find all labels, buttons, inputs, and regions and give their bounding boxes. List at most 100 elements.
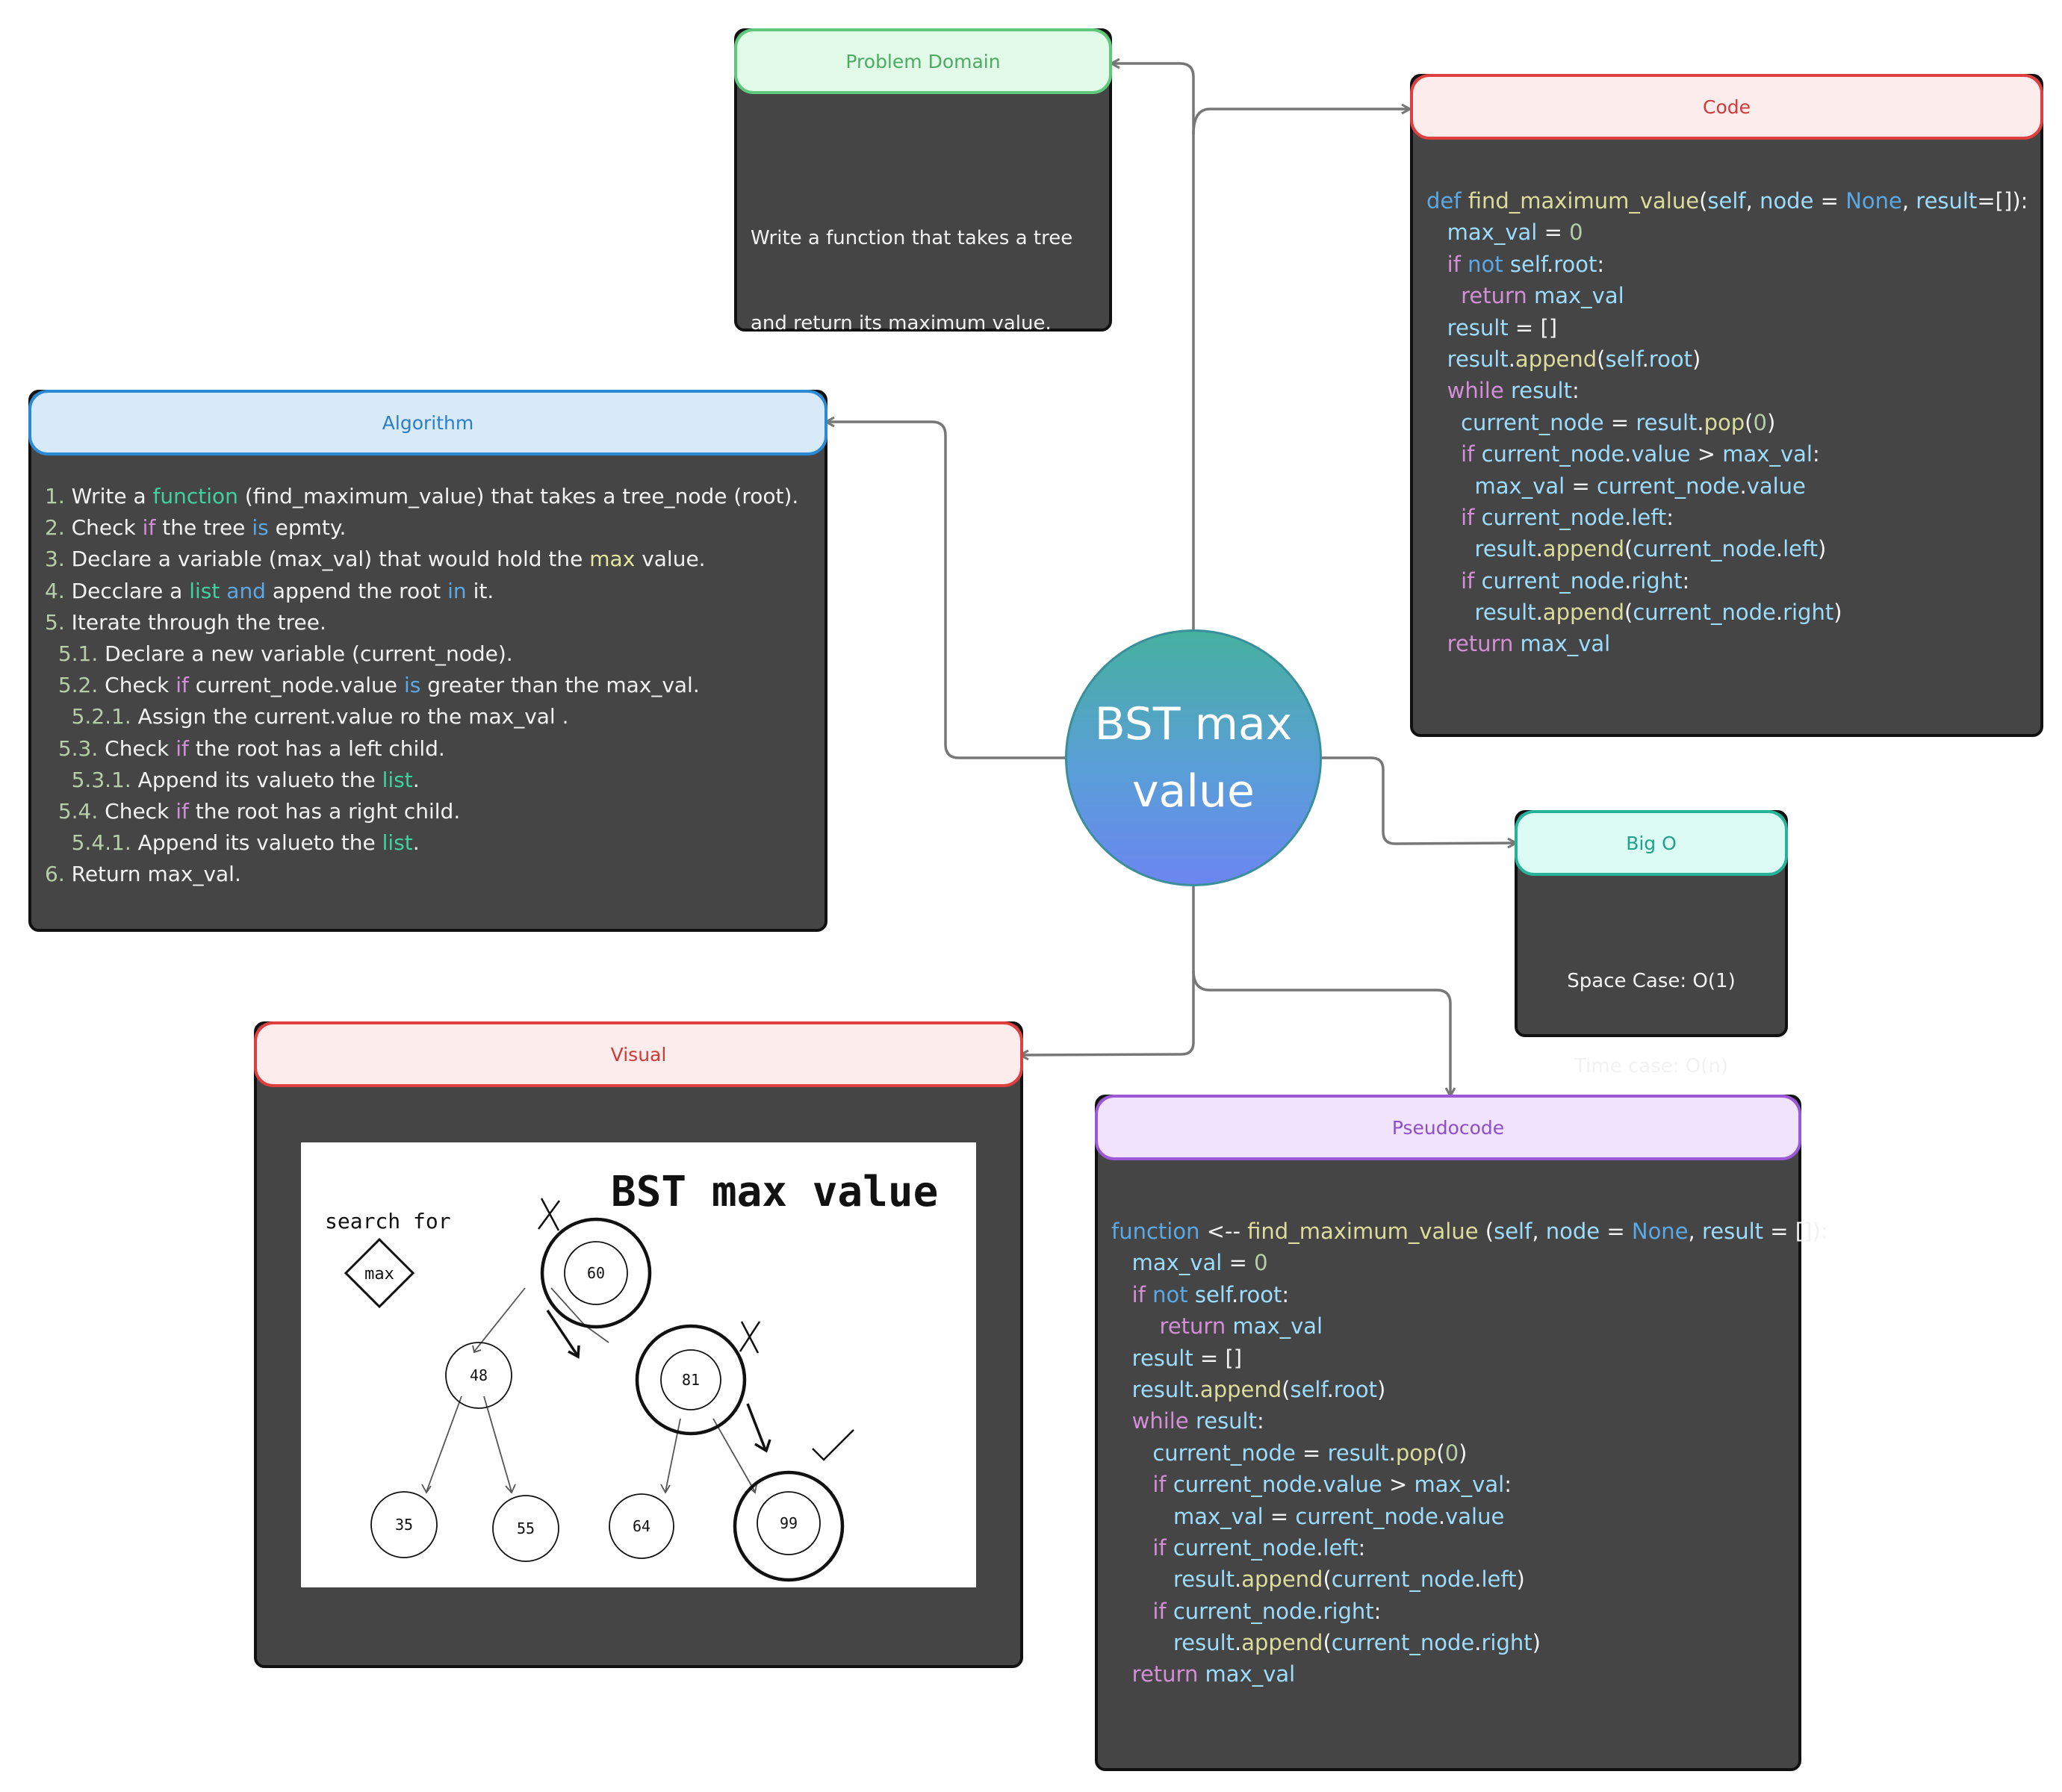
pseudocode-card[interactable]: Pseudocode function <-- find_maximum_val… [1095, 1095, 1828, 1771]
connector-visual [1020, 886, 1195, 1055]
node-circle-35 [370, 1491, 438, 1558]
algorithm-step: 5.2. Check if current_node.value is grea… [58, 673, 700, 698]
problem-domain-line: and return its maximum value. [751, 312, 1052, 335]
algorithm-step: 1. Write a function (find_maximum_value)… [45, 484, 799, 508]
big-o-time: Time case: O(n) [1574, 1055, 1728, 1077]
code-line: result.append(current_node.right) [1474, 600, 1842, 626]
node-value-55: 55 [517, 1519, 535, 1537]
code-block: def find_maximum_value(self, node = None… [1426, 185, 2028, 660]
algorithm-steps: 1. Write a function (find_maximum_value)… [45, 481, 798, 890]
algorithm-step: 5.2.1. Assign the current.value ro the m… [71, 704, 569, 729]
code-line: if current_node.left: [1461, 504, 1674, 530]
algorithm-step: 3. Declare a variable (max_val) that wou… [45, 547, 706, 572]
code-line: return max_val [1447, 631, 1611, 657]
algorithm-step: 2. Check if the tree is epmty. [45, 515, 347, 541]
edge-81-99 [712, 1418, 756, 1493]
connector-big-o [1322, 756, 1516, 844]
node-circle-outer-81 [635, 1324, 747, 1436]
edge-48-35 [426, 1396, 462, 1493]
bst-sketch-image: BST max value search for max [301, 1142, 976, 1587]
node-circle-60 [564, 1241, 628, 1305]
edge-60-48 [473, 1287, 526, 1352]
code-line: result = [] [1447, 314, 1558, 340]
pseudocode-line: current_node = result.pop(0) [1152, 1440, 1468, 1466]
algorithm-header: Algorithm [28, 390, 827, 455]
algorithm-step: 5.1. Declare a new variable (current_nod… [58, 641, 513, 666]
pseudocode-line: max_val = 0 [1131, 1250, 1268, 1276]
algorithm-step: 5.3. Check if the root has a left child. [58, 735, 445, 761]
code-line: while result: [1447, 378, 1580, 404]
problem-domain-text: Write a function that takes a tree and r… [751, 167, 1072, 394]
algorithm-step: 4. Decclare a list and append the root i… [45, 578, 494, 603]
code-line: if current_node.right: [1461, 567, 1690, 594]
check-mark-99 [812, 1429, 854, 1461]
traverse-arrowhead-2 [754, 1439, 771, 1453]
node-value-35: 35 [395, 1516, 413, 1534]
algorithm-step: 5.4.1. Append its valueto the list. [71, 830, 420, 856]
center-topic-node[interactable]: BST max value [1065, 629, 1322, 886]
pseudocode-line: result.append(current_node.right) [1173, 1630, 1541, 1656]
pseudocode-line: result.append(self.root) [1131, 1376, 1386, 1402]
edge-arrow [505, 1484, 516, 1494]
algorithm-step: 5.3.1. Append its valueto the list. [71, 767, 420, 792]
pseudocode-line: if current_node.value > max_val: [1152, 1472, 1512, 1498]
pseudocode-line: if current_node.left: [1152, 1534, 1366, 1561]
connector-problem-domain [1111, 63, 1195, 629]
node-value-60: 60 [587, 1264, 605, 1282]
pseudocode-line: if current_node.right: [1152, 1598, 1382, 1624]
pseudocode-line: return max_val [1159, 1313, 1323, 1340]
pseudocode-line: result.append(current_node.left) [1173, 1567, 1525, 1593]
problem-domain-header: Problem Domain [734, 28, 1112, 94]
connector-pseudocode [1192, 970, 1450, 1096]
big-o-space: Space Case: O(1) [1567, 970, 1736, 992]
edge-48-55 [483, 1396, 512, 1493]
pseudocode-line: if not self.root: [1131, 1281, 1290, 1307]
algorithm-step: 5. Iterate through the tree. [45, 609, 326, 635]
code-header: Code [1410, 74, 2043, 140]
algorithm-step: 5.4. Check if the root has a right child… [58, 798, 461, 824]
connector-code [1192, 109, 1410, 135]
cross-mark-81 [739, 1321, 761, 1354]
code-line: current_node = result.pop(0) [1461, 409, 1776, 435]
node-value-99: 99 [780, 1514, 798, 1532]
bst-sketch: BST max value search for max [325, 1168, 938, 1582]
node-circle-55 [492, 1495, 559, 1562]
code-line: def find_maximum_value(self, node = None… [1426, 188, 2028, 214]
code-line: result.append(self.root) [1447, 346, 1701, 372]
problem-domain-line: Write a function that takes a tree [751, 227, 1073, 249]
code-line: max_val = current_node.value [1474, 473, 1806, 499]
problem-domain-card[interactable]: Problem Domain Write a function that tak… [734, 28, 1112, 335]
pseudocode-line: function <-- find_maximum_value (self, n… [1111, 1219, 1828, 1244]
edge-arrow [472, 1345, 482, 1354]
center-title-line2: value [1132, 765, 1255, 818]
sketch-search-label: search for [325, 1209, 451, 1233]
visual-header: Visual [254, 1021, 1023, 1087]
big-o-card[interactable]: Big O Space Case: O(1) Time case: O(n) [1515, 810, 1788, 1077]
code-card[interactable]: Code def find_maximum_value(self, node =… [1410, 74, 2043, 737]
sketch-search-value: max [364, 1265, 394, 1284]
pseudocode-block: function <-- find_maximum_value (self, n… [1111, 1216, 1828, 1690]
pseudocode-line: while result: [1131, 1408, 1264, 1434]
center-title-line1: BST max [1094, 698, 1293, 750]
pseudocode-line: return max_val [1131, 1661, 1296, 1687]
diamond-shape [344, 1237, 415, 1309]
traverse-arrowhead-1 [568, 1345, 580, 1359]
node-circle-outer-99 [733, 1470, 845, 1582]
node-circle-outer-60 [540, 1217, 652, 1329]
code-line: return max_val [1461, 283, 1624, 309]
edge-arrow [421, 1484, 432, 1494]
cross-mark-60 [537, 1198, 561, 1231]
algorithm-card[interactable]: Algorithm 1. Write a function (find_maxi… [28, 390, 827, 932]
pseudocode-line: result = [] [1131, 1345, 1243, 1371]
code-line: if not self.root: [1447, 251, 1605, 277]
node-value-48: 48 [470, 1366, 488, 1384]
pseudocode-line: max_val = current_node.value [1173, 1503, 1505, 1529]
connector-algorithm [826, 422, 1065, 759]
node-circle-48 [445, 1342, 512, 1409]
big-o-text: Space Case: O(1) Time case: O(n) [1518, 910, 1785, 1137]
node-circle-99 [757, 1491, 821, 1555]
sketch-title: BST max value [611, 1168, 938, 1216]
edge-60-81 [550, 1287, 609, 1343]
code-line: max_val = 0 [1447, 220, 1583, 246]
